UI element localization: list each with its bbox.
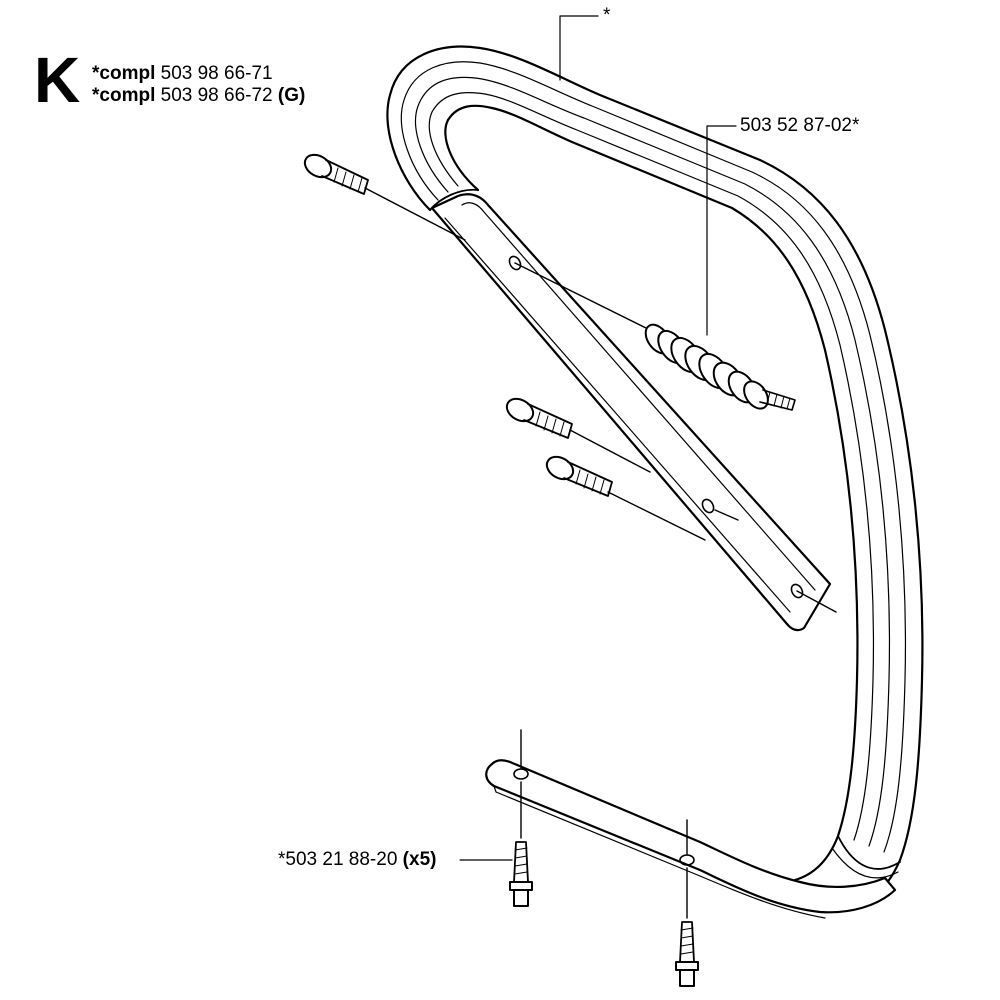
screw-bottom-2 bbox=[675, 921, 699, 987]
assembly-line-2: *compl 503 98 66-72 (G) bbox=[92, 86, 305, 105]
callout-screw-number: *503 21 88-20 bbox=[278, 849, 403, 870]
screw-middle-1 bbox=[505, 397, 651, 473]
section-letter: K bbox=[34, 44, 81, 116]
screw-middle-2 bbox=[545, 455, 739, 541]
assembly-part-1: 503 98 66-71 bbox=[155, 63, 273, 84]
callout-handle-star: * bbox=[603, 5, 611, 26]
front-handle bbox=[386, 45, 924, 912]
vibration-buffer bbox=[514, 262, 796, 411]
assembly-part-2: 503 98 66-72 bbox=[155, 85, 278, 106]
leader-lines bbox=[459, 15, 737, 861]
callout-screw-part: *503 21 88-20 (x5) bbox=[278, 850, 436, 869]
assembly-line-1: *compl 503 98 66-71 bbox=[92, 64, 273, 83]
handle-strut bbox=[430, 193, 832, 632]
assembly-keyword-1: *compl bbox=[92, 63, 156, 84]
screw-bottom-1 bbox=[509, 841, 533, 907]
bottom-bracket bbox=[485, 759, 897, 919]
screw-top bbox=[303, 153, 466, 241]
assembly-suffix-2: (G) bbox=[277, 85, 306, 106]
callout-screw-qty: (x5) bbox=[402, 849, 437, 870]
callout-buffer-part: 503 52 87-02* bbox=[740, 115, 860, 136]
assembly-keyword-2: *compl bbox=[92, 85, 156, 106]
